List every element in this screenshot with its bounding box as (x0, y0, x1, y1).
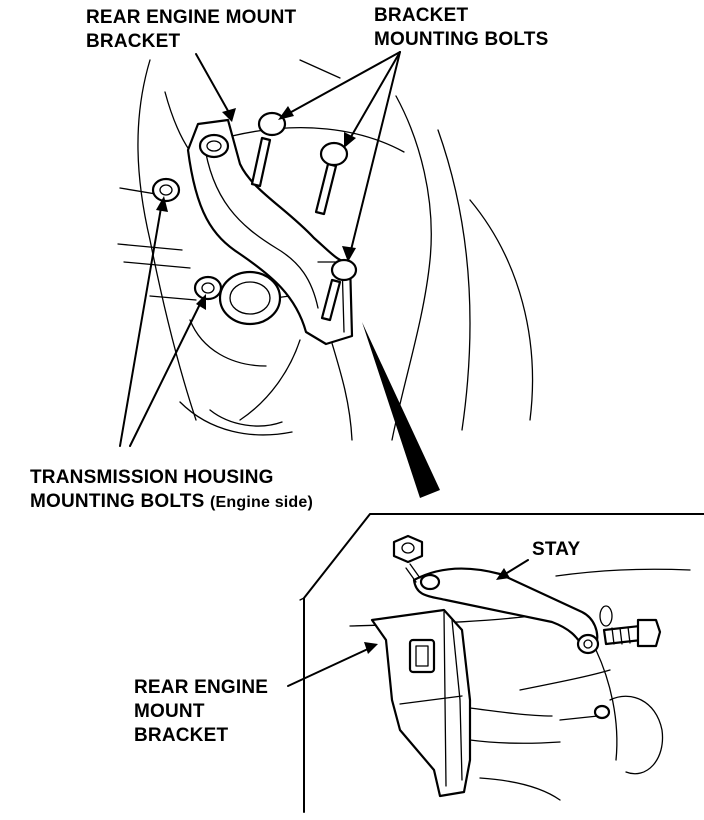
label-transmission-housing-bolts: TRANSMISSION HOUSING MOUNTING BOLTS (Eng… (30, 466, 313, 515)
label-line: MOUNTING BOLTS (Engine side) (30, 490, 313, 515)
label-line: BRACKET (134, 725, 229, 746)
label-line: BRACKET (374, 5, 469, 26)
label-line: MOUNTING BOLTS (374, 29, 549, 50)
label-line: REAR ENGINE MOUNT (86, 7, 297, 28)
bracket-mounting-bolt-left (250, 111, 287, 188)
bracket-window (408, 638, 436, 674)
label-note: (Engine side) (209, 494, 314, 511)
label-stay: STAY (532, 538, 580, 562)
transmission-bolt-upper (151, 177, 181, 203)
label-line: BRACKET (86, 31, 181, 52)
label-line: TRANSMISSION HOUSING (30, 467, 274, 488)
label-rear-engine-mount-bracket-bottom: REAR ENGINE MOUNT BRACKET (134, 676, 268, 748)
stay-bolt (599, 605, 662, 648)
label-bracket-mounting-bolts: BRACKET MOUNTING BOLTS (374, 4, 549, 52)
top-view (117, 51, 534, 447)
detail-view (287, 513, 704, 813)
label-line: MOUNT (134, 701, 205, 722)
label-line: REAR ENGINE (134, 677, 269, 698)
stay-nut (392, 534, 424, 583)
mount-boss (218, 270, 282, 326)
bracket-bolt (198, 133, 230, 159)
bracket-mounting-bolt-middle (314, 141, 349, 216)
label-line-main: MOUNTING BOLTS (30, 491, 205, 512)
detail-pointer (362, 322, 440, 498)
label-rear-engine-mount-bracket-top: REAR ENGINE MOUNT BRACKET (86, 6, 296, 54)
transmission-bolt-lower (193, 275, 223, 301)
label-line: STAY (532, 539, 581, 560)
bracket-mounting-bolt-right (320, 258, 358, 322)
top-rear-mount-bracket (186, 118, 354, 346)
detail-rear-mount-bracket (370, 608, 472, 798)
